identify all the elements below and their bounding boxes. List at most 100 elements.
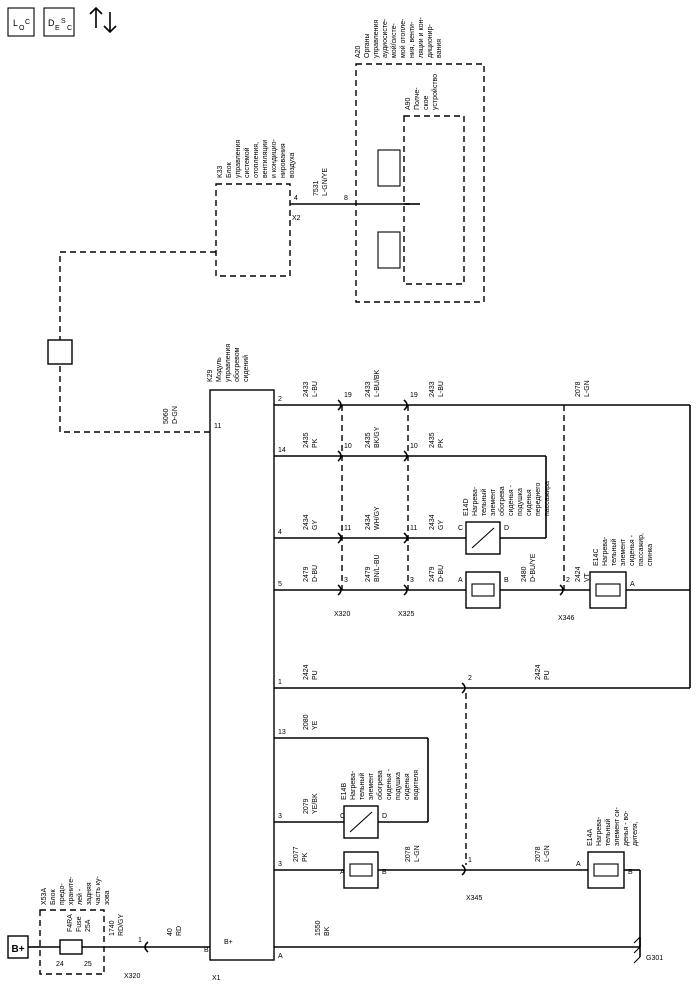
svg-text:Нагрева-: Нагрева- [602,536,609,566]
fuse-block-x53a: 24 25 [39,909,105,975]
wire-2079-label: 2079 YE/BK [303,793,319,814]
description-letter-d: D [48,18,55,28]
svg-text:PU: PU [312,670,319,680]
svg-text:2433: 2433 [429,381,436,397]
e14a-label: E14A Нагрева- тельный элемент си- денья … [587,806,639,846]
svg-text:мой отопле-: мой отопле- [399,18,407,58]
svg-text:системой: системой [243,147,251,178]
svg-text:сиденья: сиденья [404,773,411,800]
svg-text:2434: 2434 [365,514,372,530]
svg-text:BN/L-BU: BN/L-BU [374,554,381,582]
heater-e14a-element [587,851,625,889]
x346-label: X346 [558,615,574,622]
svg-text:2435: 2435 [429,432,436,448]
svg-text:денья - во-: денья - во- [623,810,630,846]
k33-pin-label: 4 [294,195,298,202]
x2-pin3-label: 3 [278,861,282,868]
wire-1740-label: 1740 RD/GY [109,914,125,937]
svg-text:2435: 2435 [303,432,310,448]
connector-x320-pin3 [337,584,342,596]
svg-text:2433: 2433 [303,381,310,397]
svg-text:Блок: Блок [226,161,233,178]
x3-pin11-label: 11 [214,423,221,430]
svg-text:2424: 2424 [535,664,542,680]
svg-text:L-GN: L-GN [414,845,421,862]
wire-2435c-label: 2435 PK [429,432,445,448]
svg-text:2434: 2434 [429,514,436,530]
e14d-pin-c: C [458,525,463,532]
service-arrows-icon[interactable] [89,6,117,34]
svg-text:YE: YE [312,720,319,730]
wire-2078c-label: 2078 L-GN [575,380,591,397]
svg-text:ния, венти-: ния, венти- [409,21,416,58]
a20-pin-label: 8 [344,195,348,202]
x3-pin5-label: 5 [278,581,282,588]
wire-2078-label: 2078 L-GN [405,845,421,862]
x320-pin3-label: 3 [344,577,348,584]
e14d-pin-a: A [458,577,463,584]
wire-7531-label: 7531 L-GN/YE [313,168,329,196]
svg-text:подушка: подушка [395,772,402,800]
wire-2433b-label: 2433 L-BU/BK [365,369,381,397]
svg-text:7531: 7531 [313,180,320,196]
x325-pin19-label: 19 [410,392,418,399]
description-letter-e: E [55,25,60,32]
fuse-block-label: X53A Блок предо- храните- лей - задняя ч… [41,876,111,905]
svg-text:5060: 5060 [163,408,170,424]
svg-text:устройство: устройство [431,74,439,110]
k33-connector-label: X2 [292,215,301,222]
x2-pin2-label: 2 [278,396,282,403]
location-icon[interactable]: L O C [7,7,35,37]
svg-text:аудиосисте-: аудиосисте- [382,18,389,58]
e14b-pin-a: A [340,869,345,876]
wire-2480-label: 2480 D-BU/YE [521,553,537,582]
svg-text:2078: 2078 [405,846,412,862]
svg-text:D-BU: D-BU [438,565,445,582]
svg-text:PK: PK [312,438,319,448]
svg-text:BK/GY: BK/GY [374,426,381,448]
svg-text:Fuse: Fuse [76,916,83,932]
heater-e14c-resistor-icon [595,583,621,597]
description-icon[interactable]: D E S C [43,7,75,37]
svg-text:2479: 2479 [303,566,310,582]
wire-40-label: 40 RD [167,926,183,936]
svg-text:пассажира: пассажира [544,481,551,516]
svg-text:управления: управления [225,344,232,382]
svg-text:Блок: Блок [50,888,57,905]
svg-text:K29: K29 [207,369,214,382]
svg-text:L-BU/BK: L-BU/BK [374,369,381,397]
x346-pin2-label: 2 [566,577,570,584]
wire-2479b-label: 2479 BN/L-BU [365,554,381,582]
svg-text:и кондицио-: и кондицио- [271,138,278,178]
svg-text:A20: A20 [355,45,362,58]
svg-text:D-GN: D-GN [172,406,179,424]
svg-text:Полче-: Полче- [414,87,421,110]
svg-text:элемент си-: элемент си- [614,806,621,846]
svg-text:E14D: E14D [463,498,470,516]
wire-2433c-label: 2433 L-BU [429,381,445,397]
svg-text:водителя: водителя [413,770,420,800]
svg-text:2079: 2079 [303,798,310,814]
module-k29-body [209,389,275,961]
svg-text:задняя: задняя [86,882,93,905]
svg-text:GY: GY [438,520,445,530]
location-letter-c: C [25,19,30,26]
x3-pin3-label: 3 [278,813,282,820]
svg-text:элемент: элемент [368,772,375,800]
svg-text:2078: 2078 [575,381,582,397]
wire-2434c-label: 2434 GY [429,514,445,530]
svg-text:переднего: переднего [535,482,542,516]
svg-text:Модуль: Модуль [216,357,223,382]
x345-pin2-label: 2 [468,675,472,682]
connector-x320-pin19 [337,399,342,411]
svg-text:диционир-: диционир- [427,24,434,58]
connector-x320-pin10 [337,450,342,462]
svg-text:E14B: E14B [341,783,348,800]
svg-text:2080: 2080 [303,714,310,730]
wire-1550-label: 1550 BK [315,920,331,936]
svg-text:2479: 2479 [429,566,436,582]
a20-label: A20 Органы управления аудиосисте- мой/си… [355,17,443,58]
x325-pin11-label: 11 [410,525,417,532]
e14b-pin-d: D [382,813,387,820]
